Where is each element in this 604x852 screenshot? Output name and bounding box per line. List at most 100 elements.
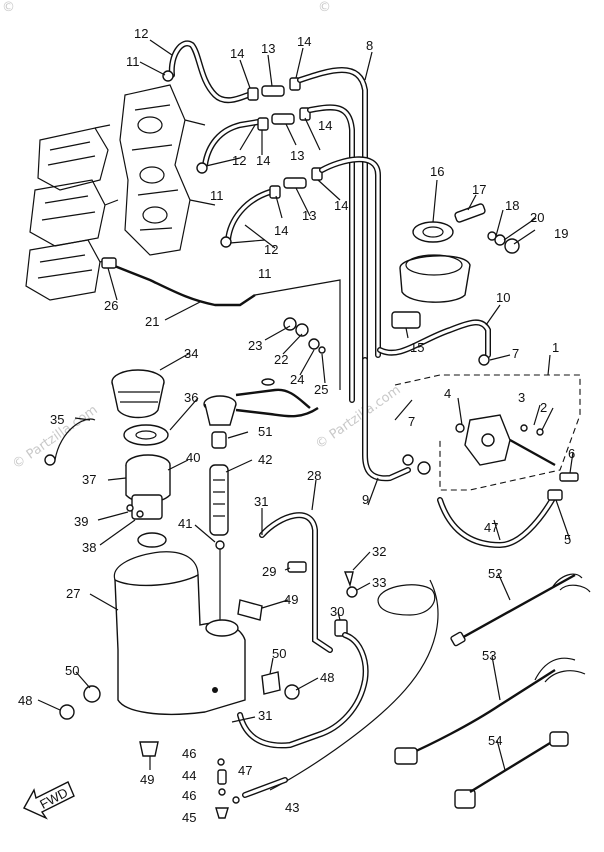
callout-6: 6	[568, 446, 575, 461]
harness-53	[394, 657, 586, 765]
callout-numbers: 12 11 14 13 14 8 12 14 13 14 11 14 13 14…	[18, 26, 575, 825]
callout-7: 7	[408, 414, 415, 429]
callout-27: 27	[66, 586, 80, 601]
callout-10: 10	[496, 290, 510, 305]
filter-15	[391, 311, 421, 329]
callout-48: 48	[18, 693, 32, 708]
fuel-pump-16	[399, 221, 471, 303]
callout-20: 20	[530, 210, 544, 225]
callout-49: 49	[140, 772, 154, 787]
callout-32: 32	[372, 544, 386, 559]
callout-40: 40	[186, 450, 200, 465]
fitting-5	[547, 489, 563, 501]
callout-11: 11	[258, 266, 272, 281]
callout-8: 8	[366, 38, 373, 53]
part-46-bottom	[218, 788, 226, 796]
callout-12: 12	[134, 26, 148, 41]
callout-39: 39	[74, 514, 88, 529]
primer-cap-34	[111, 369, 165, 419]
outer-loop-line	[269, 579, 439, 791]
leader-line-21	[254, 279, 341, 390]
callout-14: 14	[256, 153, 270, 168]
callout-25: 25	[314, 382, 328, 397]
callout-50: 50	[65, 663, 79, 678]
cable-21	[111, 263, 256, 307]
callout-53: 53	[482, 648, 496, 663]
cable-loop	[377, 584, 436, 616]
valve-assembly-box	[394, 374, 581, 491]
callout-2: 2	[540, 400, 547, 415]
part-45	[215, 807, 229, 819]
part-44	[217, 769, 227, 785]
callout-36: 36	[184, 390, 198, 405]
callout-11: 11	[126, 54, 140, 69]
plug-48-left	[59, 704, 75, 720]
engine-block	[25, 124, 119, 301]
callout-31: 31	[254, 494, 268, 509]
callout-14: 14	[274, 223, 288, 238]
callout-28: 28	[307, 468, 321, 483]
callout-46: 46	[182, 788, 196, 803]
screw-32	[343, 571, 354, 588]
grommet-50-left	[83, 685, 101, 703]
callout-33: 33	[372, 575, 386, 590]
callout-43: 43	[285, 800, 299, 815]
callout-12: 12	[232, 153, 246, 168]
grommet-50-right	[261, 671, 281, 695]
callout-22: 22	[274, 352, 288, 367]
fitting-group-22-25	[283, 317, 326, 354]
callout-52: 52	[488, 566, 502, 581]
callout-12: 12	[264, 242, 278, 257]
callout-23: 23	[248, 338, 262, 353]
callout-17: 17	[472, 182, 486, 197]
callout-18: 18	[505, 198, 519, 213]
clip-7-left	[402, 454, 414, 466]
callout-26: 26	[104, 298, 118, 313]
primer-body-37	[125, 454, 171, 520]
callout-47: 47	[484, 520, 498, 535]
part-47-bottom	[232, 796, 240, 804]
callout-14: 14	[318, 118, 332, 133]
callout-46: 46	[182, 746, 196, 761]
callout-13: 13	[302, 208, 316, 223]
bracket-30	[334, 619, 348, 637]
fuel-hose-9	[362, 357, 411, 482]
callout-45: 45	[182, 810, 196, 825]
callout-54: 54	[488, 733, 502, 748]
callout-19: 19	[554, 226, 568, 241]
callout-1: 1	[552, 340, 559, 355]
callout-38: 38	[82, 540, 96, 555]
plug-48-right	[284, 684, 300, 700]
oil-hose-28	[259, 512, 333, 653]
callout-44: 44	[182, 768, 196, 783]
gasket-36	[123, 424, 169, 446]
part-46-top	[217, 758, 225, 766]
callout-7: 7	[512, 346, 519, 361]
clip-7-top	[478, 354, 490, 366]
harness-54	[454, 731, 569, 809]
callout-29: 29	[262, 564, 276, 579]
harness-52	[450, 573, 591, 647]
callout-21: 21	[145, 314, 159, 329]
callout-5: 5	[564, 532, 571, 547]
callout-37: 37	[82, 472, 96, 487]
callout-14: 14	[297, 34, 311, 49]
callout-14: 14	[334, 198, 348, 213]
intake-manifold	[119, 84, 216, 256]
copyright-watermark: ©	[2, 0, 15, 15]
callout-35: 35	[50, 412, 64, 427]
valve-assembly	[455, 414, 579, 482]
callout-13: 13	[290, 148, 304, 163]
callout-49: 49	[284, 592, 298, 607]
callout-31: 31	[258, 708, 272, 723]
spring-42	[209, 464, 229, 536]
callout-4: 4	[444, 386, 451, 401]
callout-42: 42	[258, 452, 272, 467]
fitting-26	[101, 257, 117, 269]
clip-7-b	[417, 461, 431, 475]
connector-49-bottom	[139, 741, 159, 757]
callout-30: 30	[330, 604, 344, 619]
callout-51: 51	[258, 424, 272, 439]
callout-34: 34	[184, 346, 198, 361]
